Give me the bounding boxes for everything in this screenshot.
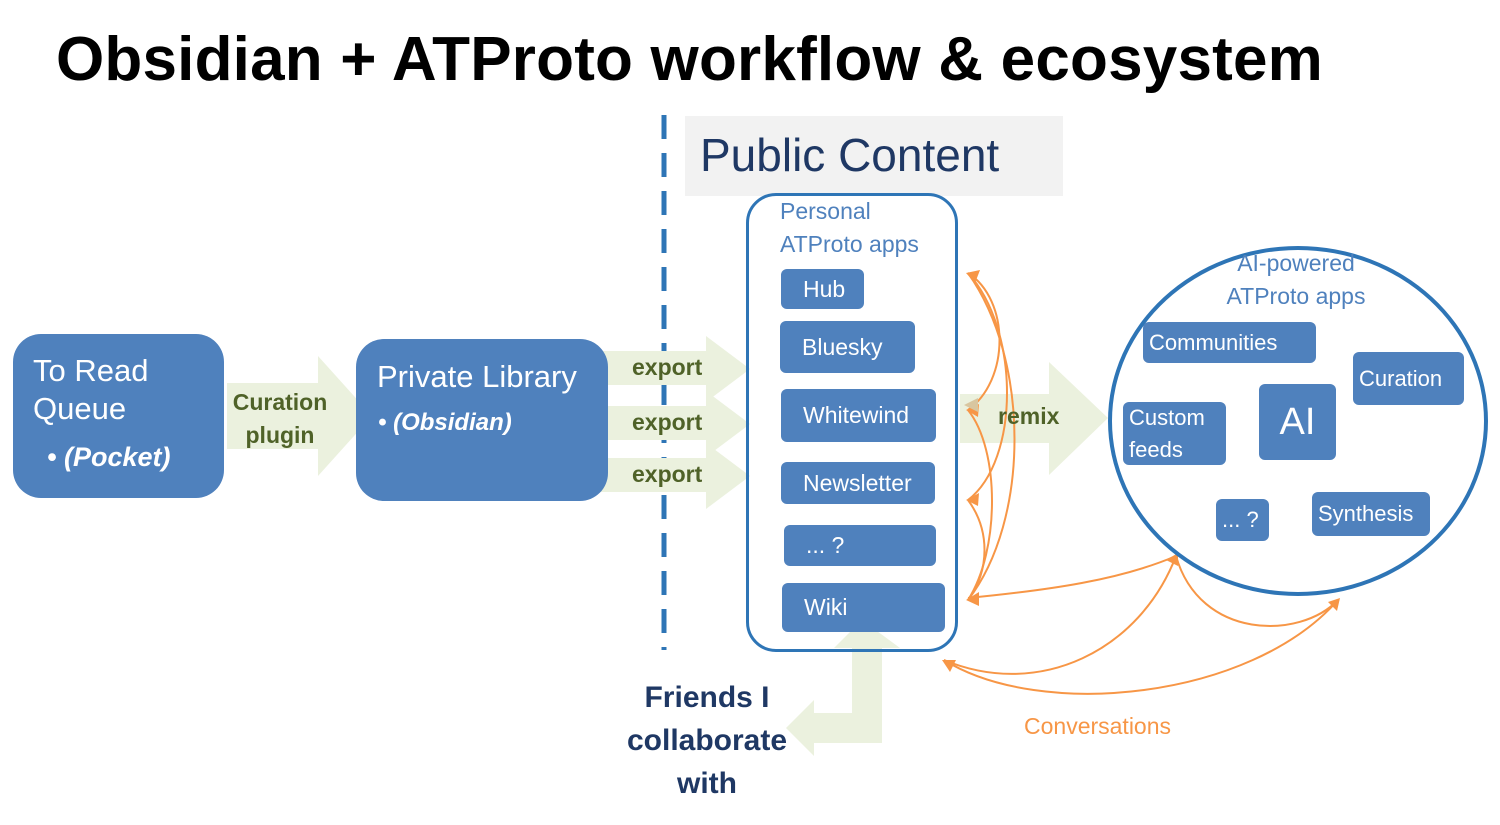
curation-plugin-label: Curation plugin — [224, 386, 336, 452]
conversation-curve-3 — [943, 555, 1177, 675]
friends-arrow — [786, 620, 900, 756]
friends-line1: Friends I — [644, 681, 770, 714]
export-arrow-2 — [588, 391, 750, 457]
ai-apps-circle — [1108, 246, 1488, 596]
friends-line2: collaborate — [626, 724, 788, 757]
to-read-queue-box: To Read Queue • (Pocket) — [13, 334, 224, 498]
pocket-label: (Pocket) — [63, 442, 171, 472]
export-label-3: export — [632, 461, 703, 487]
ai-core: AI — [1259, 384, 1336, 460]
remix-arrow — [960, 362, 1108, 475]
arrowhead-3 — [966, 493, 979, 506]
app-bluesky: Bluesky — [780, 321, 915, 373]
ai-communities: Communities — [1143, 322, 1316, 363]
to-read-queue-label: To Read Queue — [33, 353, 149, 426]
curation-plugin-line2: plugin — [245, 422, 315, 448]
ai-custom-feeds: Custom feeds — [1123, 402, 1226, 465]
conversation-curve-4 — [1175, 555, 1339, 627]
public-content-title: Public Content — [700, 129, 1000, 181]
to-read-queue-sub: • (Pocket) — [47, 442, 171, 472]
orange-curve-5 — [967, 499, 986, 601]
orange-curve-2 — [967, 272, 1008, 501]
personal-apps-title: Personal ATProto apps — [780, 195, 919, 261]
arrowhead-4 — [966, 592, 979, 606]
obsidian-label: (Obsidian) — [393, 409, 512, 436]
arrowhead-1 — [966, 270, 980, 283]
ai-apps-title-line1: AI-powered — [1237, 250, 1355, 276]
friends-line3: with — [677, 767, 737, 800]
private-library-sub: • (Obsidian) — [378, 409, 512, 436]
personal-apps-frame — [746, 193, 958, 652]
app-unknown: ... ? — [784, 525, 936, 566]
curation-arrow — [227, 356, 372, 476]
ai-synthesis: Synthesis — [1312, 492, 1430, 536]
ai-unknown: ... ? — [1216, 499, 1269, 541]
ai-apps-title-line2: ATProto apps — [1226, 283, 1366, 309]
export-arrow-1 — [588, 336, 750, 402]
remix-label: remix — [998, 403, 1060, 429]
remix-back-arrow — [964, 398, 978, 412]
conversation-curve-2 — [943, 599, 1339, 695]
export-label-2: export — [632, 409, 703, 435]
arrowhead-5 — [942, 660, 956, 672]
personal-apps-title-line1: Personal — [780, 198, 871, 224]
ai-apps-title: AI-powered ATProto apps — [1186, 247, 1406, 313]
conversations-label: Conversations — [1024, 713, 1172, 739]
ai-curation: Curation — [1353, 352, 1464, 405]
export-label-1: export — [632, 354, 703, 380]
export-arrow-3 — [588, 443, 750, 509]
personal-apps-title-line2: ATProto apps — [780, 231, 919, 257]
conversation-curve-1 — [967, 555, 1177, 599]
page-title: Obsidian + ATProto workflow & ecosystem — [56, 25, 1323, 94]
app-hub: Hub — [781, 269, 864, 309]
curation-plugin-line1: Curation — [232, 389, 328, 415]
app-whitewind: Whitewind — [781, 389, 936, 442]
public-content-header-bg — [685, 116, 1063, 196]
arrowhead-7 — [1328, 598, 1340, 611]
private-library-box: Private Library • (Obsidian) — [356, 339, 608, 501]
friends-label: Friends I collaborate with — [612, 676, 802, 805]
arrowhead-6 — [1166, 553, 1178, 566]
orange-curve-3 — [967, 272, 1016, 601]
app-newsletter: Newsletter — [781, 462, 935, 504]
app-wiki: Wiki — [782, 583, 945, 632]
private-library-label: Private Library — [377, 359, 577, 394]
